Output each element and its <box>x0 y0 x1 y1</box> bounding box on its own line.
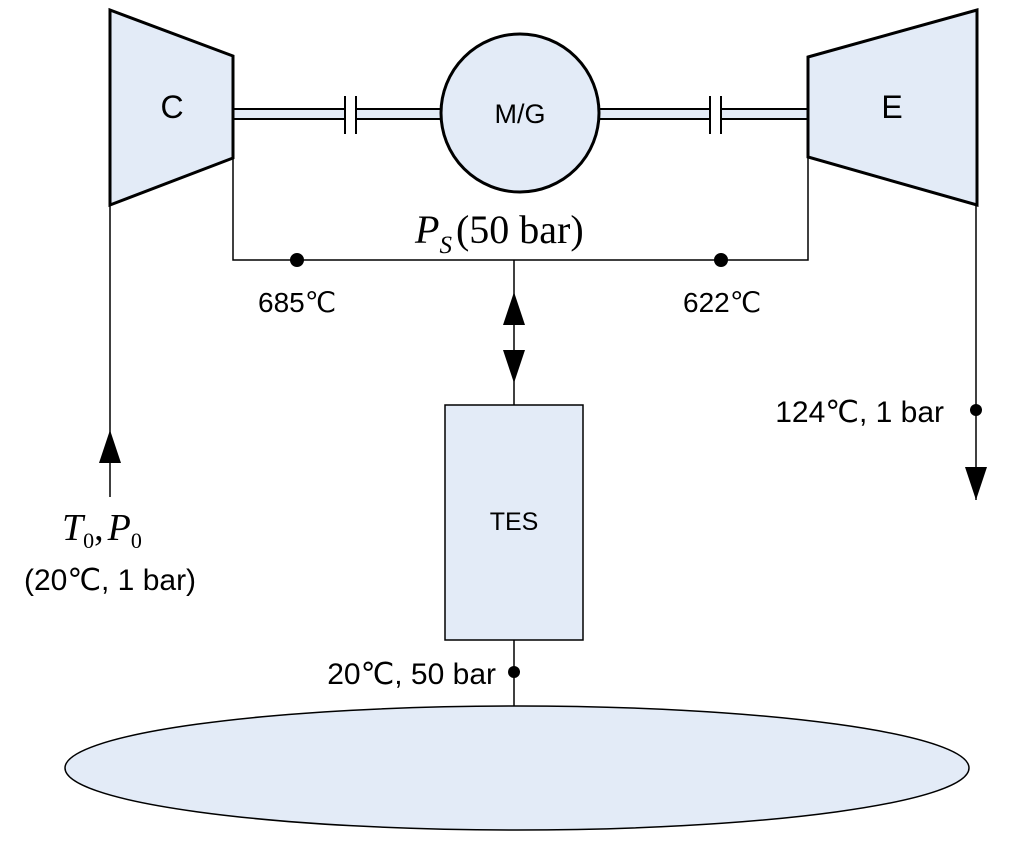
arrow-up-head <box>503 292 525 325</box>
motor-generator: M/G <box>439 32 601 194</box>
expander-outlet <box>965 205 987 500</box>
hot-air-line <box>232 157 809 261</box>
inlet-arrow-head <box>99 430 121 463</box>
storage-pressure-value: (50 bar) <box>456 207 584 252</box>
state-point-tes-outlet <box>508 666 520 678</box>
tes-outlet-conditions: 20℃, 50 bar <box>327 658 496 691</box>
state-point-expander-inlet <box>714 253 728 267</box>
tes-unit: TES <box>444 404 584 641</box>
expander-inlet-temp: 622℃ <box>683 287 761 318</box>
air-storage-cavern <box>64 705 970 831</box>
ambient-symbols: T0,P0 <box>62 507 142 553</box>
compressor-label: C <box>160 89 183 125</box>
expander-outlet-conditions: 124℃, 1 bar <box>775 396 944 429</box>
tes-label: TES <box>490 508 539 536</box>
state-point-expander-outlet <box>970 404 982 416</box>
shaft-left <box>232 96 443 134</box>
arrow-down-head <box>503 350 525 383</box>
bidirectional-arrow <box>503 260 525 405</box>
expander: E <box>806 8 979 207</box>
compressor-inlet <box>99 205 121 497</box>
state-point-compressor-outlet <box>290 253 304 267</box>
outlet-arrow-head <box>965 467 987 500</box>
motor-generator-label: M/G <box>495 99 546 129</box>
ambient-conditions: (20℃, 1 bar) <box>24 564 196 597</box>
storage-pressure-symbol: P <box>414 207 439 252</box>
storage-pressure-label: PS(50 bar) <box>414 207 584 259</box>
storage-pressure-subscript: S <box>439 232 452 259</box>
expander-label: E <box>881 89 902 125</box>
shaft-right <box>597 96 810 134</box>
compressor-outlet-temp: 685℃ <box>258 287 336 318</box>
compressor: C <box>108 7 235 208</box>
